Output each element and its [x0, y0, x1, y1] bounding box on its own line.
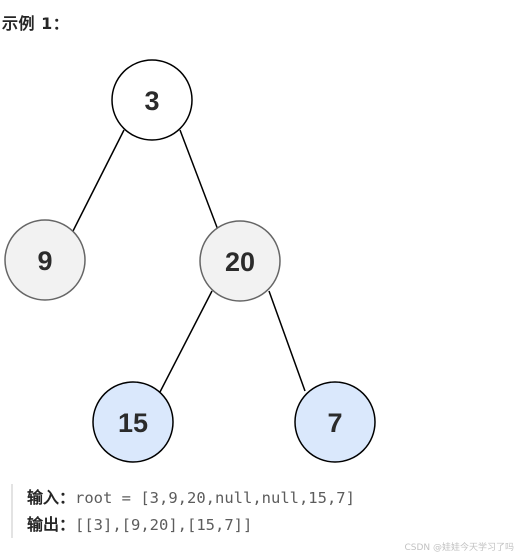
- input-line: 输入：root = [3,9,20,null,null,15,7]: [27, 484, 447, 511]
- node-circle: [111, 59, 193, 141]
- example-heading: 示例 1：: [2, 14, 70, 33]
- output-value: [[3],[9,20],[15,7]]: [75, 516, 253, 534]
- tree-node-20: 20: [199, 220, 281, 302]
- node-circle: [199, 220, 281, 302]
- edge-3-9: [72, 129, 125, 232]
- node-label: 9: [37, 246, 52, 276]
- input-label: 输入：: [27, 488, 76, 507]
- binary-tree-diagram: 3 9 20 15 7: [4, 59, 376, 463]
- node-label: 15: [118, 408, 148, 438]
- example-io-block: 输入：root = [3,9,20,null,null,15,7] 输出：[[3…: [11, 484, 447, 538]
- node-circle: [92, 381, 174, 463]
- tree-node-3: 3: [111, 59, 193, 141]
- input-value: root = [3,9,20,null,null,15,7]: [75, 489, 355, 507]
- node-label: 7: [327, 408, 342, 438]
- edge-3-20: [179, 129, 219, 231]
- node-circle: [294, 381, 376, 463]
- tree-node-9: 9: [4, 219, 86, 301]
- tree-node-7: 7: [294, 381, 376, 463]
- output-label: 输出：: [27, 515, 76, 534]
- node-label: 20: [225, 247, 255, 277]
- output-line: 输出：[[3],[9,20],[15,7]]: [27, 511, 447, 538]
- watermark: CSDN @娃娃今天学习了吗: [404, 543, 514, 553]
- edge-20-7: [268, 290, 306, 392]
- edge-20-15: [159, 290, 213, 393]
- tree-node-15: 15: [92, 381, 174, 463]
- node-circle: [4, 219, 86, 301]
- node-label: 3: [144, 86, 159, 116]
